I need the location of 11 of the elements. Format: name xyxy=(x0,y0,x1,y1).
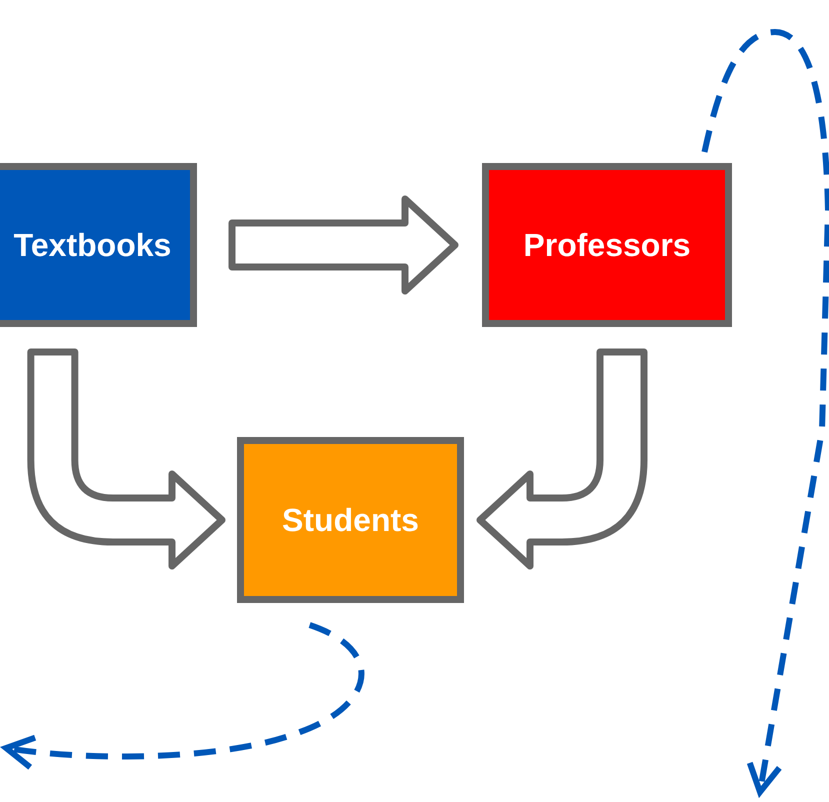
dashed-arrow xyxy=(3,622,364,770)
colored-box xyxy=(0,163,197,327)
block-arrow xyxy=(27,348,226,570)
box-label: Textbooks xyxy=(14,226,172,264)
colored-box xyxy=(237,437,464,603)
block-arrow xyxy=(228,196,458,294)
block-arrow xyxy=(476,348,648,570)
box-label: Professors xyxy=(523,226,691,264)
colored-box xyxy=(482,163,732,327)
box-label: Students xyxy=(282,502,419,538)
dashed-arrow xyxy=(702,29,829,795)
